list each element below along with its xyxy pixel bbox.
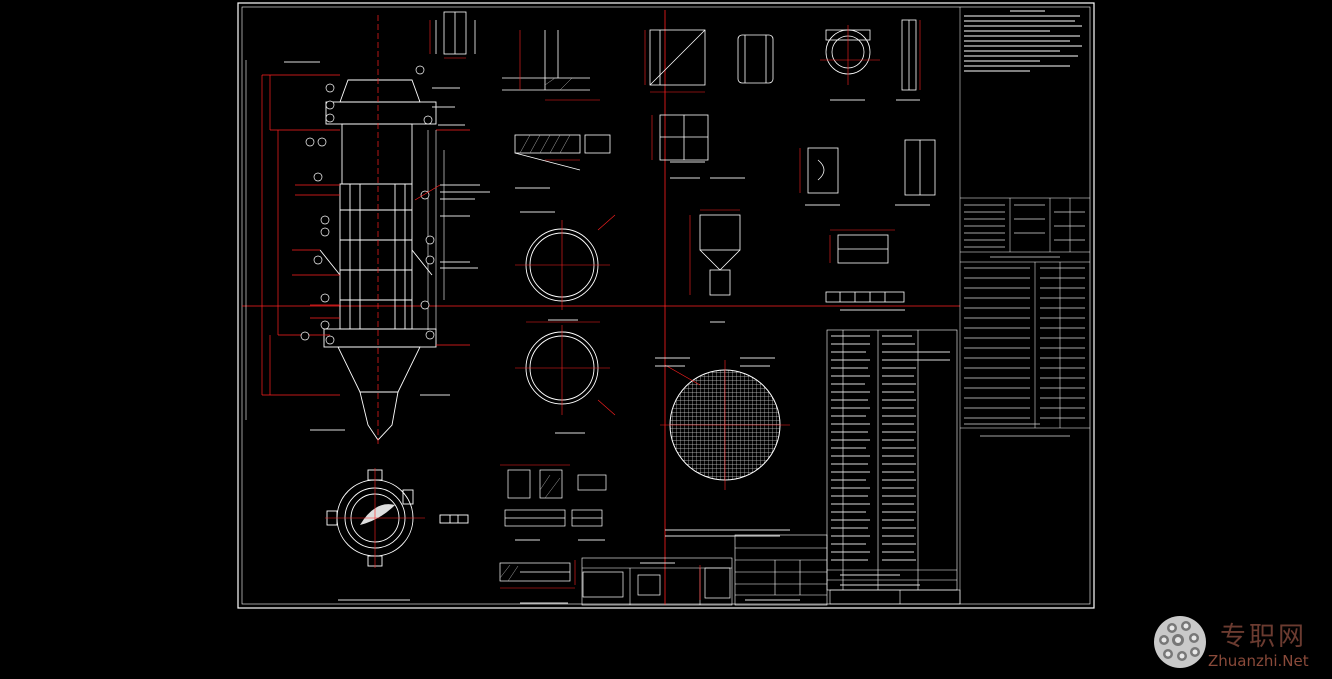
gusset-detail: [649, 29, 774, 161]
vessel-elevation: [319, 79, 437, 441]
perforated-plate-labels: [655, 357, 790, 537]
expansion-detail: [699, 139, 936, 303]
circular-plate-dims: [515, 214, 616, 416]
small-details: [499, 469, 731, 599]
leader-labels: [284, 61, 490, 431]
manhole-detail: [825, 19, 917, 91]
watermark-text-cn: 专职网: [1220, 622, 1308, 652]
expansion-red: [689, 148, 895, 295]
bill-of-materials: [826, 329, 958, 591]
top-flange-detail: [435, 11, 476, 55]
watermark-text-en: Zhuanzhi.Net: [1208, 652, 1309, 670]
inner-frame: [241, 6, 1091, 605]
design-data-table: [964, 267, 1085, 437]
outer-frame: [237, 2, 1095, 609]
notes-text-lines: [964, 10, 1082, 72]
leader-arrows: [414, 184, 441, 201]
small-details-hatch: [499, 474, 561, 582]
vessel-dimensions: [261, 74, 470, 396]
parts-table-right: [964, 204, 1085, 258]
gusset-red: [644, 30, 705, 160]
small-details-red: [500, 464, 701, 600]
part-balloons: [300, 65, 435, 345]
detail-captions: [515, 99, 930, 604]
watermark-logo-icon: [1154, 616, 1206, 668]
title-block: [581, 534, 961, 606]
bracket-detail: [502, 30, 611, 171]
watermark: 专职网 Zhuanzhi.Net: [1150, 612, 1330, 676]
bracket-red: [519, 30, 600, 161]
red-dims-top: [429, 20, 466, 59]
vessel-dim-right: [245, 60, 445, 420]
perforated-plate-dims: [660, 360, 790, 490]
bracket-hatch: [519, 77, 573, 154]
manhole-red: [820, 20, 921, 90]
bom-rows: [831, 335, 950, 586]
notes-block: [959, 7, 1090, 604]
